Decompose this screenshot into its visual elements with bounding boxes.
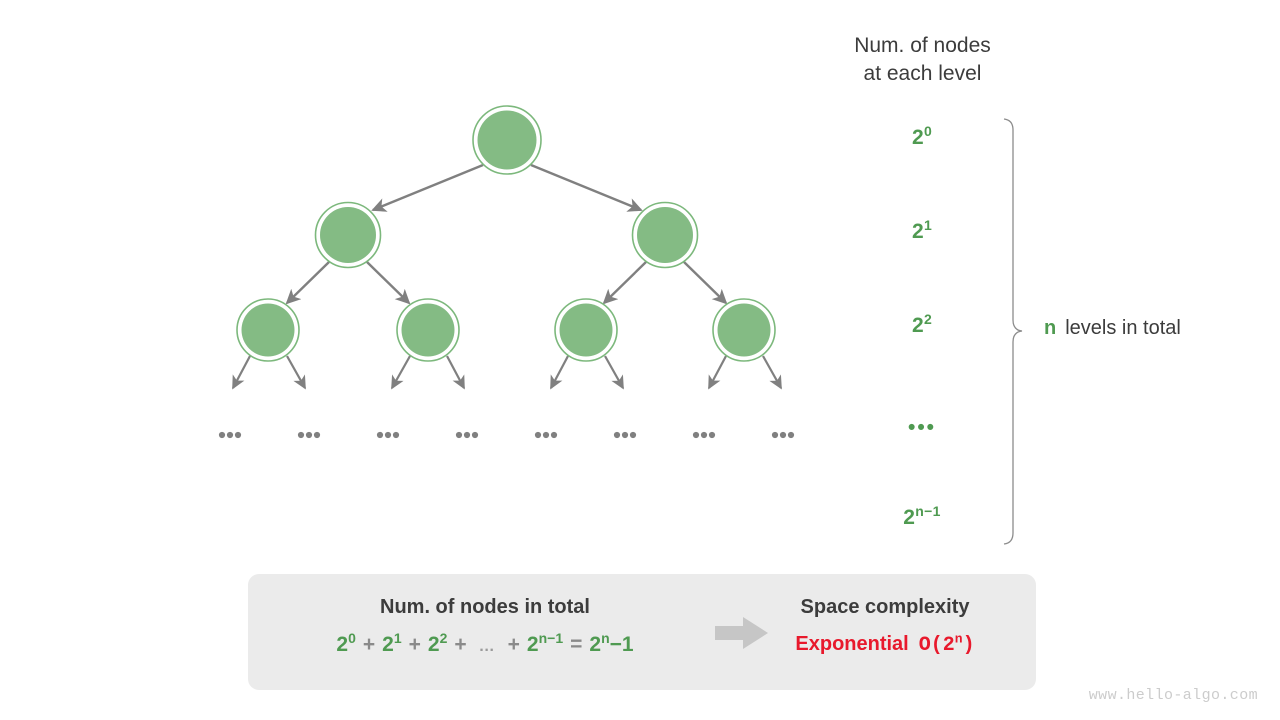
level-label-exponent: 2 [923, 311, 933, 327]
operator-plus: + [454, 633, 467, 656]
total-levels-symbol: n [1044, 317, 1057, 339]
tree-node[interactable] [396, 298, 460, 362]
leaf-ellipsis [218, 431, 242, 439]
total-levels-text: n levels in total [1044, 317, 1181, 340]
tree-node-root[interactable] [472, 105, 542, 175]
leaf-ellipsis [534, 431, 558, 439]
level-label-ellipsis: ••• [907, 416, 937, 439]
formula-ellipsis: … [478, 638, 496, 655]
total-nodes-column: Num. of nodes in total 20+21+22+…+2n−1=2… [266, 596, 704, 657]
level-label-exponent: 0 [923, 123, 933, 139]
space-complexity-value: Exponential O(2n) [746, 631, 1024, 657]
leaf-ellipsis [455, 431, 479, 439]
levels-caption: Num. of nodes at each level [854, 34, 991, 85]
term-2: 22 [427, 630, 448, 656]
tree-node[interactable] [236, 298, 300, 362]
right-arrow-icon [715, 617, 768, 649]
level-label-exponent: n−1 [915, 503, 941, 519]
formula-result: 2n−1 [589, 630, 634, 656]
complexity-notation: O(2n) [918, 631, 975, 657]
term-1: 21 [382, 630, 402, 656]
leaf-ellipsis [297, 431, 321, 439]
tree-node[interactable] [554, 298, 618, 362]
tree-edges [232, 163, 782, 390]
tree-node[interactable] [314, 201, 382, 269]
leaf-ellipsis [692, 431, 716, 439]
space-complexity-column: Space complexity Exponential O(2n) [746, 596, 1024, 657]
complexity-label: Exponential [795, 633, 909, 655]
space-complexity-title: Space complexity [800, 596, 970, 618]
leaf-ellipsis [613, 431, 637, 439]
operator-plus: + [507, 633, 520, 656]
tree-node[interactable] [712, 298, 776, 362]
tree-node[interactable] [631, 201, 699, 269]
level-label-base: 2 [911, 314, 924, 337]
level-label-2: 22 [832, 311, 1012, 338]
level-label-base: 2 [903, 506, 916, 529]
total-nodes-formula: 20 +21 +22 + … +2n−1 = 2n−1 [266, 630, 704, 657]
level-label-exponent: 1 [923, 217, 933, 233]
watermark: www.hello-algo.com [1088, 687, 1258, 704]
operator-plus: + [408, 633, 421, 656]
term-0: 20 [336, 630, 356, 656]
level-label-1: 21 [832, 217, 1012, 244]
total-levels-label: levels in total [1065, 317, 1181, 339]
summary-panel: Num. of nodes in total 20+21+22+…+2n−1=2… [248, 574, 1036, 690]
leaf-ellipsis [771, 431, 795, 439]
term-3: 2n−1 [526, 630, 564, 656]
level-label-last: 2n−1 [832, 503, 1012, 530]
level-label-base: 2 [911, 126, 924, 149]
tree-leaf-ellipsis-row [218, 431, 795, 439]
tree-nodes [236, 105, 776, 362]
operator-equals: = [570, 633, 583, 656]
level-label-0: 20 [832, 123, 1012, 150]
level-label-base: 2 [911, 220, 924, 243]
leaf-ellipsis [376, 431, 400, 439]
operator-plus: + [362, 633, 376, 656]
total-nodes-title: Num. of nodes in total [380, 596, 590, 618]
